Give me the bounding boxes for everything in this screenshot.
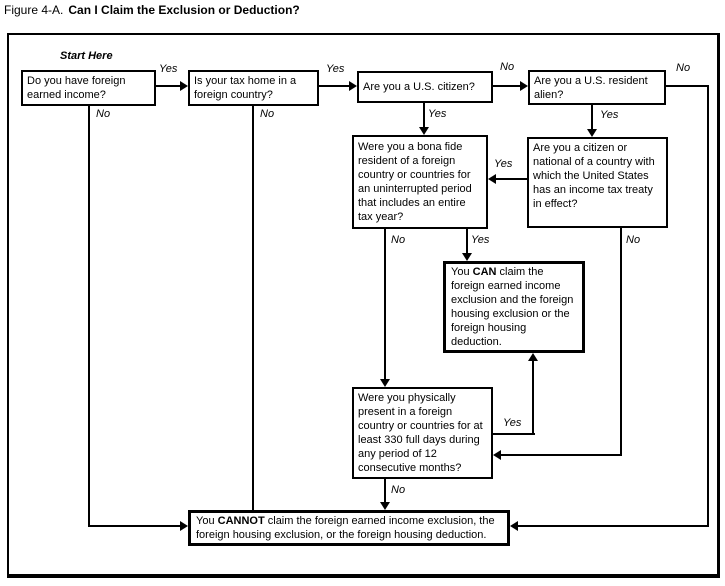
edge-label-yes: Yes [600,109,619,121]
figure-number: Figure 4-A. [4,3,64,17]
arrowhead-resident-cannot [510,521,518,531]
flowchart-border [7,33,720,578]
arrowhead-taxhome-citizen [349,81,357,91]
cannot-claim-text-post: claim the foreign earned income exclusio… [196,515,495,541]
node-can-claim: You CAN claim the foreign earned income … [443,261,585,353]
connector-income-cannot-v [88,106,90,527]
node-cannot-claim: You CANNOT claim the foreign earned inco… [188,510,510,546]
connector-income-cannot-h [88,525,180,527]
connector-physical-can-v [532,361,534,435]
connector-treaty-bonafide [496,178,527,180]
edge-label-yes: Yes [471,234,490,246]
arrowhead-income-taxhome [180,81,188,91]
edge-label-yes: Yes [494,158,513,170]
edge-label-yes: Yes [326,63,345,75]
connector-physical-cannot [384,479,386,503]
arrowhead-treaty-bonafide [488,174,496,184]
connector-income-taxhome [156,85,182,87]
arrowhead-resident-treaty [587,129,597,137]
connector-bonafide-physical [384,229,386,380]
node-us-citizen: Are you a U.S. citizen? [357,71,493,103]
arrowhead-bonafide-physical [380,379,390,387]
arrowhead-citizen-resident [520,81,528,91]
node-foreign-earned-income: Do you have foreign earned income? [21,70,156,106]
can-claim-emphasis: CAN [472,266,497,278]
arrowhead-physical-can [528,353,538,361]
cannot-claim-text-pre: You [196,515,218,527]
edge-label-no: No [391,234,406,246]
connector-citizen-bonafide [423,103,425,128]
node-tax-treaty: Are you a citizen or national of a count… [527,137,668,228]
connector-resident-cannot-h1 [666,85,709,87]
arrowhead-physical-cannot [380,502,390,510]
cannot-claim-emphasis: CANNOT [217,515,265,527]
edge-label-no: No [500,61,515,73]
edge-label-yes: Yes [428,108,447,120]
connector-bonafide-can [466,229,468,254]
node-resident-alien: Are you a U.S. resident alien? [528,70,666,105]
can-claim-text-post: claim the foreign earned income exclusio… [451,266,574,348]
connector-resident-cannot-v [707,85,709,527]
edge-label-yes: Yes [159,63,178,75]
connector-treaty-physical-v [620,228,622,456]
arrowhead-citizen-bonafide [419,127,429,135]
edge-label-no: No [676,62,691,74]
connector-treaty-physical-h [501,454,622,456]
node-tax-home: Is your tax home in a foreign country? [188,70,319,106]
start-here-label: Start Here [60,50,113,62]
connector-resident-cannot-h2 [518,525,709,527]
node-physical-presence: Were you physically present in a foreign… [352,387,493,479]
edge-label-no: No [626,234,641,246]
figure-name: Can I Claim the Exclusion or Deduction? [68,3,300,17]
edge-label-no: No [391,484,406,496]
node-bona-fide-resident: Were you a bona fide resident of a forei… [352,135,488,229]
can-claim-text-pre: You [451,266,473,278]
arrowhead-bonafide-can [462,253,472,261]
arrowhead-income-cannot [180,521,188,531]
connector-resident-treaty [591,105,593,130]
figure-title: Figure 4-A. Can I Claim the Exclusion or … [4,3,300,17]
connector-citizen-resident [493,85,520,87]
arrowhead-treaty-physical [493,450,501,460]
connector-physical-can-h [493,433,535,435]
connector-taxhome-citizen [319,85,349,87]
edge-label-yes: Yes [503,417,522,429]
connector-taxhome-cannot [252,106,254,510]
edge-label-no: No [96,108,111,120]
edge-label-no: No [260,108,275,120]
